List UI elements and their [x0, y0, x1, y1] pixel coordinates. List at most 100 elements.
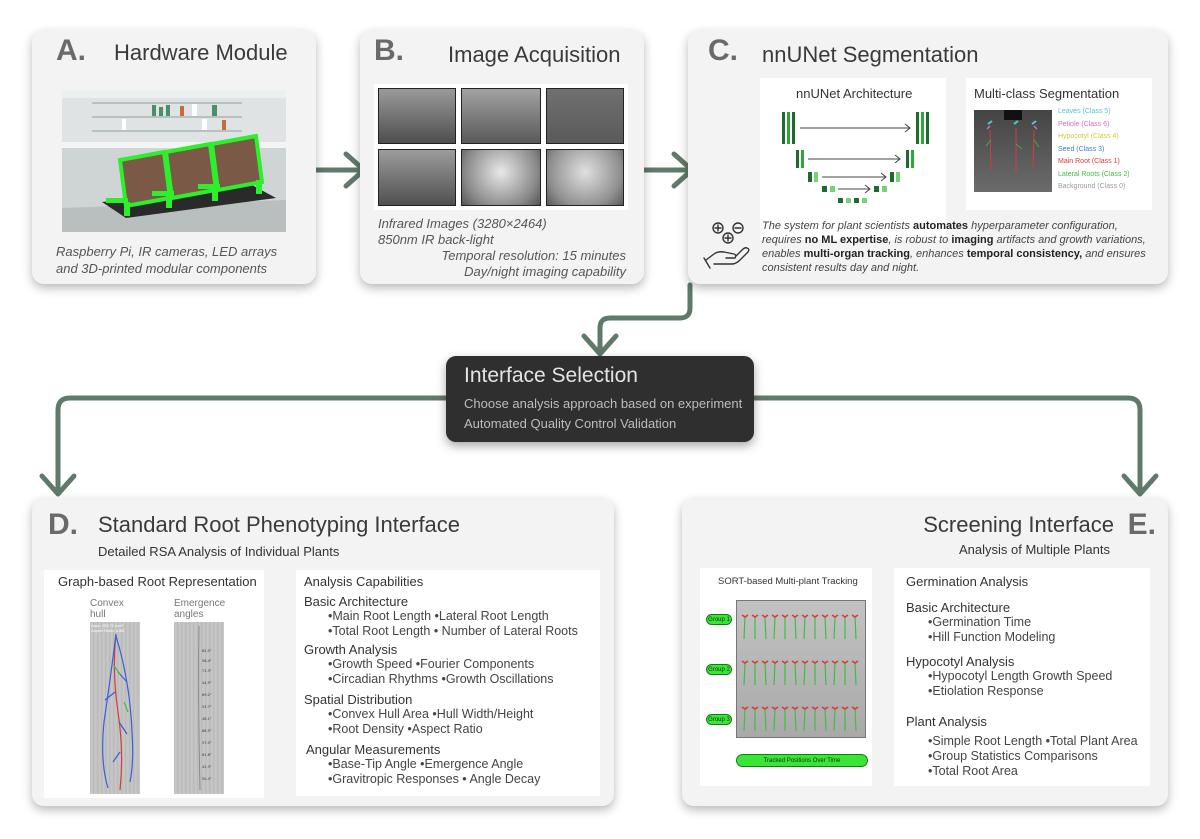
analysis-capabilities-title: Analysis Capabilities [304, 574, 424, 589]
tracked-plant-root [803, 662, 806, 686]
graph-root-box: Graph-based Root Representation Convex h… [44, 570, 264, 798]
desc-line-2: requires no ML expertise, is robust to i… [762, 233, 1162, 247]
legend-item: Background (Class 0) [1058, 183, 1126, 190]
tracked-plant-marker [781, 660, 789, 664]
tracked-plant-marker [761, 706, 769, 710]
tracked-plant-root [833, 616, 836, 640]
panel-letter-a: A. [56, 34, 86, 67]
tracked-plant-marker [841, 660, 849, 664]
svg-text:69.2°: 69.2° [202, 693, 212, 697]
desc-text-1: The system for plant scientists [762, 220, 913, 232]
svg-text:61.8°: 61.8° [202, 753, 212, 757]
segmentation-overlay [985, 110, 1040, 172]
capability-item: •Growth Speed •Fourier Components [328, 657, 535, 671]
tracked-plant-root [794, 708, 797, 732]
germination-item: •Simple Root Length •Total Plant Area [928, 734, 1138, 748]
germination-category: Hypocotyl Analysis [906, 654, 1015, 669]
hardware-module-title: Hardware Module [114, 40, 288, 65]
svg-text:42.3°: 42.3° [202, 765, 212, 769]
tracked-plant-root [773, 662, 776, 686]
capability-category: Basic Architecture [304, 594, 409, 609]
svg-text:48.1°: 48.1° [202, 717, 212, 721]
nnunet-architecture-box: nnUNet Architecture [760, 78, 946, 240]
tracked-plant-marker [801, 660, 809, 664]
capability-category: Spatial Distribution [304, 692, 413, 707]
tracked-plant-root [803, 616, 806, 640]
tracked-plant-marker [771, 706, 779, 710]
tracked-plant-marker [791, 660, 799, 664]
germination-item: •Etiolation Response [928, 684, 1044, 698]
tracked-plant-marker [831, 660, 839, 664]
ir-image-2 [461, 88, 541, 144]
tracked-plant-root [743, 616, 746, 640]
tracked-plant-marker [771, 614, 779, 618]
tracked-plant-root [803, 708, 806, 732]
tracked-plant-marker [741, 660, 749, 664]
desc-bold-no-ml: no ML expertise [804, 234, 889, 246]
capability-item: •Gravitropic Responses • Angle Decay [328, 772, 541, 786]
tracked-plant-marker [811, 614, 819, 618]
tracked-plant-marker [741, 706, 749, 710]
svg-text:53.7°: 53.7° [202, 705, 212, 709]
hardware-illustration [62, 90, 286, 232]
germination-item: •Germination Time [928, 615, 1032, 629]
legend-item: Petiole (Class 6) [1058, 120, 1110, 128]
capability-item: •Convex Hull Area •Hull Width/Height [328, 707, 534, 721]
convex-hull-label-2: hull [90, 609, 106, 620]
arrow-interface-to-d-head [39, 473, 77, 497]
tracked-plant-marker [831, 706, 839, 710]
germination-category: Plant Analysis [906, 714, 987, 729]
tracked-plant-marker [781, 614, 789, 618]
hardware-caption-line2: and 3D-printed modular components [56, 261, 268, 276]
ir-image-6 [546, 149, 624, 206]
capability-item: •Main Root Length •Lateral Root Length [328, 609, 549, 623]
panel-letter-d: D. [48, 508, 78, 541]
capability-item: •Total Root Length • Number of Lateral R… [328, 624, 578, 638]
segmentation-title: Multi-class Segmentation [974, 86, 1120, 101]
desc-line-4: consistent results day and night. [762, 261, 1162, 275]
tracked-positions-bar: Tracked Positions Over Time [736, 754, 868, 767]
desc-text-14: consistent results day and night. [762, 262, 920, 274]
tracked-plant-root [764, 662, 767, 686]
tracked-plant-marker [781, 706, 789, 710]
tracked-plant-root [773, 708, 776, 732]
tracked-plant-marker [841, 706, 849, 710]
hardware-caption-line1: Raspberry Pi, IR cameras, LED arrays [56, 244, 278, 259]
tracked-plant-root [833, 662, 836, 686]
tracked-plant-marker [791, 706, 799, 710]
hardware-module-panel: A. Hardware Module [32, 30, 316, 284]
acq-caption-line1: Infrared Images (3280×2464) [378, 216, 547, 231]
tracked-plant-marker [831, 614, 839, 618]
svg-text:50.4°: 50.4° [202, 777, 212, 781]
tracked-plant-marker [801, 614, 809, 618]
germination-analysis-box: Germination Analysis Basic Architecture•… [894, 568, 1150, 786]
tracked-plant-marker [841, 614, 849, 618]
germination-item: •Hypocotyl Length Growth Speed [928, 669, 1113, 683]
acq-caption-line4: Day/night imaging capability [464, 264, 626, 279]
tracked-plant-root [833, 708, 836, 732]
svg-text:57.0°: 57.0° [202, 741, 212, 745]
ir-image-grid [374, 84, 628, 210]
segmentation-image [974, 110, 1052, 192]
convex-hull-image: Area: 439.72 mm² Aspect Ratio: 4.88 [90, 622, 140, 794]
emergence-angles-image: 62.0°58.4°71.3° 44.9°69.2°53.7° 48.1°66.… [174, 622, 224, 794]
tracked-plant-root [824, 708, 827, 732]
group-2-pill: Group 2 [706, 664, 732, 675]
germination-analysis-title: Germination Analysis [906, 574, 1029, 589]
interface-selection-box: Interface Selection Choose analysis appr… [446, 356, 754, 442]
interface-selection-title: Interface Selection [464, 364, 638, 387]
convex-hull-label-1: Convex [90, 598, 124, 609]
svg-text:62.0°: 62.0° [202, 649, 212, 653]
legend-item: Hypocotyl (Class 4) [1058, 133, 1119, 140]
desc-text-3: hyperparameter configuration, [968, 220, 1118, 232]
desc-line-1: The system for plant scientists automate… [762, 219, 1162, 233]
desc-text-13: and ensures [1082, 248, 1146, 260]
tracked-plant-marker [811, 706, 819, 710]
nnunet-title: nnUNet Segmentation [762, 42, 979, 67]
group-1-pill: Group 1 [706, 614, 732, 625]
ir-image-4 [378, 149, 456, 206]
tracked-plant-marker [851, 614, 859, 618]
tracked-plant-marker [751, 660, 759, 664]
legend-item: Leaves (Class 5) [1058, 108, 1111, 115]
desc-text-6: , is robust to [888, 234, 952, 246]
